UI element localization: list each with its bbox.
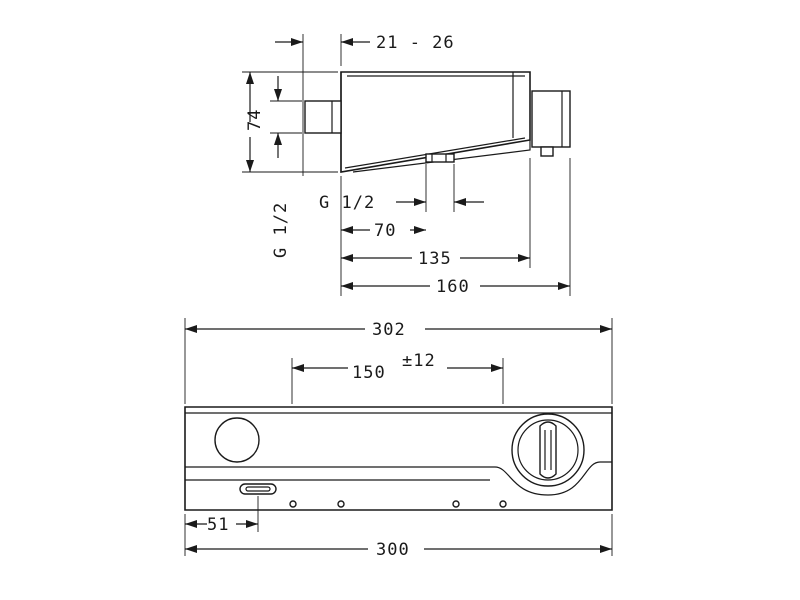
dim-74-label: 74 bbox=[245, 109, 265, 131]
dim-302-label: 302 bbox=[372, 320, 406, 340]
dim-g12-horizontal: G 1/2 bbox=[319, 193, 484, 213]
dim-51: 51 bbox=[185, 515, 258, 535]
dim-g12-horizontal-label: G 1/2 bbox=[319, 193, 375, 213]
dim-302: 302 bbox=[185, 320, 612, 340]
dim-21-26-label: 21 - 26 bbox=[376, 33, 455, 53]
dim-150-label: 150 bbox=[352, 363, 386, 383]
side-view: 21 - 26 74 G 1/2 G 1/2 70 bbox=[242, 33, 571, 297]
front-body bbox=[184, 406, 613, 511]
dim-160: 160 bbox=[341, 277, 570, 297]
bottom-handle bbox=[239, 483, 277, 495]
dim-70-label: 70 bbox=[374, 221, 396, 241]
dim-150: 150 ±12 bbox=[292, 351, 503, 383]
diverter-button bbox=[214, 417, 260, 463]
dim-135: 135 bbox=[341, 249, 530, 269]
front-view: 302 150 ±12 51 300 bbox=[184, 318, 613, 560]
dim-g12-vertical-label: G 1/2 bbox=[271, 202, 291, 258]
dim-135-label: 135 bbox=[418, 249, 452, 269]
dim-21-26: 21 - 26 bbox=[275, 33, 455, 53]
side-body bbox=[304, 71, 571, 173]
dim-150-tolerance: ±12 bbox=[402, 351, 436, 371]
dim-300: 300 bbox=[185, 540, 612, 560]
dim-160-label: 160 bbox=[436, 277, 470, 297]
dim-51-label: 51 bbox=[207, 515, 229, 535]
temperature-knob bbox=[511, 413, 585, 487]
dim-70: 70 bbox=[341, 221, 426, 241]
dim-g12-vertical: G 1/2 bbox=[271, 76, 291, 258]
dim-74: 74 bbox=[245, 72, 265, 172]
dim-300-label: 300 bbox=[376, 540, 410, 560]
